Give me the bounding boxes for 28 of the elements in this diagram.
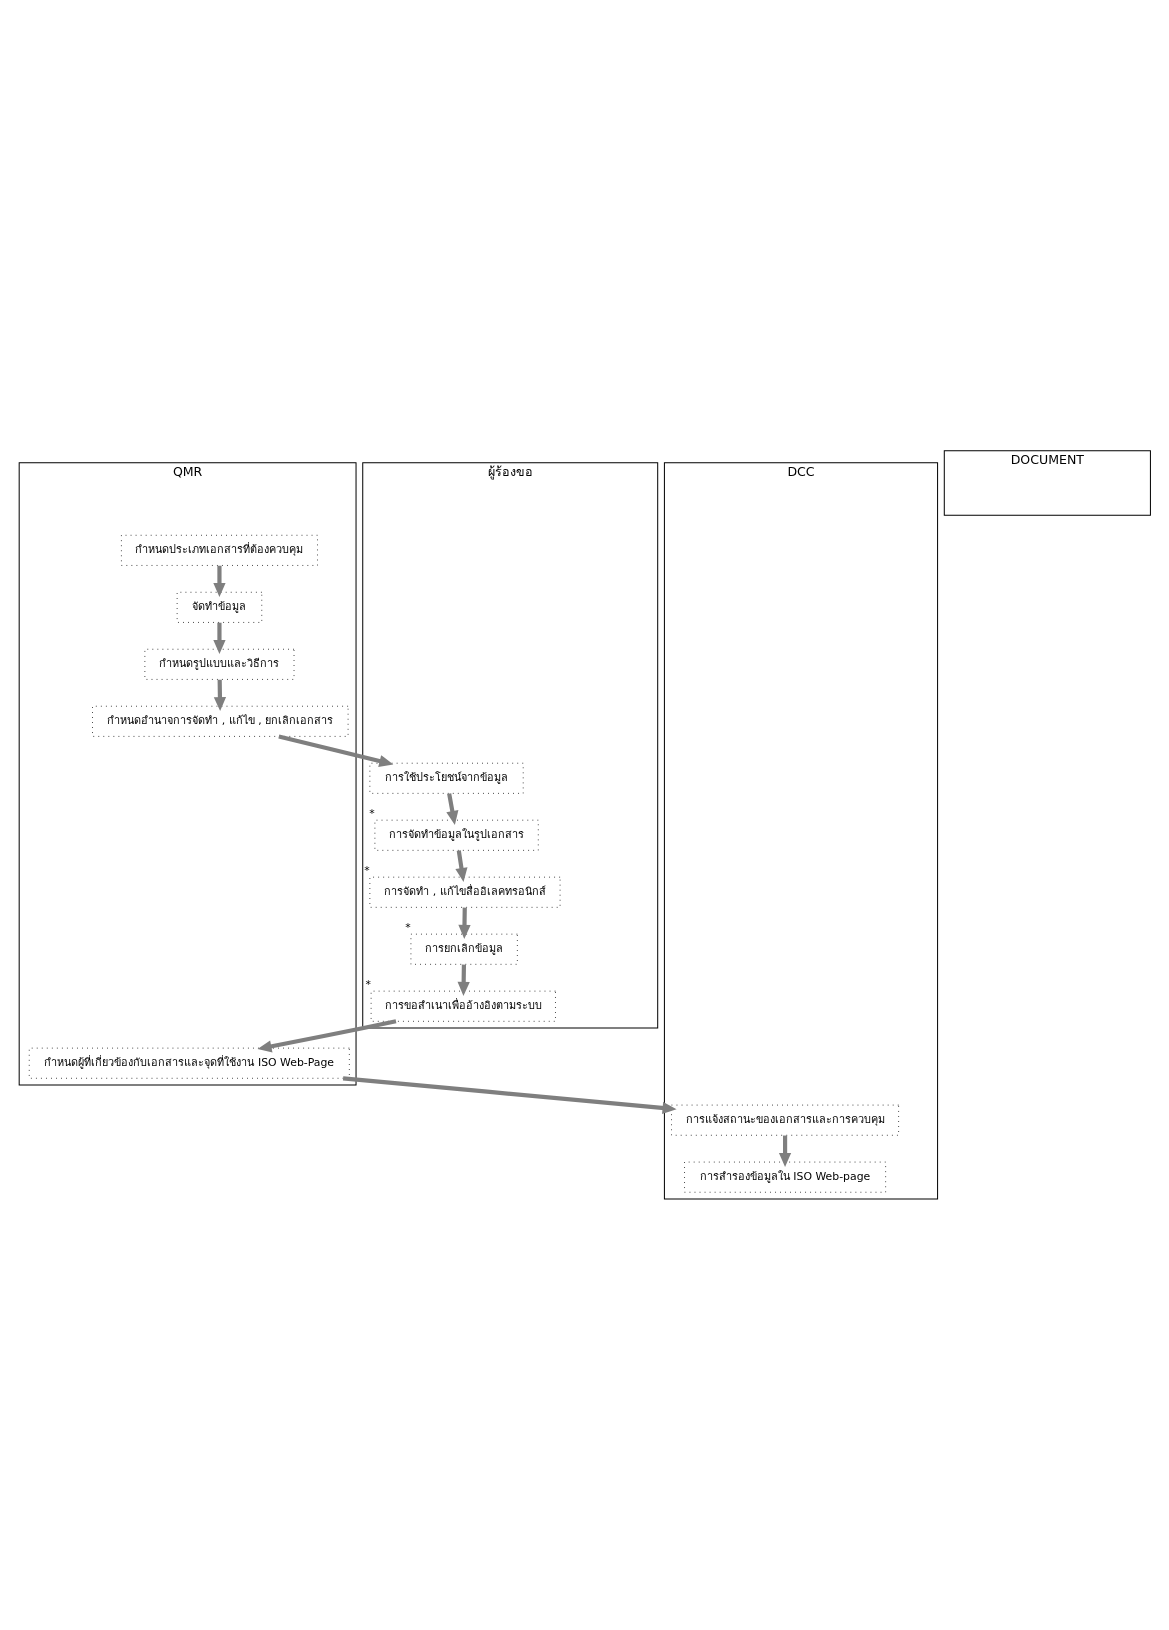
arrow (342, 1076, 677, 1115)
arrow (278, 734, 394, 768)
node-label: * (369, 807, 375, 821)
arrow (778, 1135, 792, 1167)
arrow (455, 850, 468, 882)
arrow (213, 679, 227, 712)
node-box: DOCUMENT (943, 450, 1151, 516)
node-box: การจัดทำข้อมูลในรูปเอกสาร (374, 819, 539, 851)
node-box: กำหนดรูปแบบและวิธีการ (144, 648, 295, 680)
node-box: กำหนดอำนาจการจัดทำ , แก้ไข , ยกเลิกเอกสาร (92, 705, 349, 737)
node-box: การใช้ประโยชน์จากข้อมูล (369, 762, 524, 794)
node-box: การขอสำเนาเพื่ออ้างอิงตามระบบ (370, 990, 556, 1022)
node-box: การจัดทำ , แก้ไขสื่ออิเลคทรอนิกส์ (369, 876, 561, 908)
node-box: การแจ้งสถานะของเอกสารและการควบคุม (671, 1104, 900, 1136)
arrow (446, 793, 459, 825)
node-label: * (365, 978, 371, 992)
node-box: การยกเลิกข้อมูล (410, 933, 518, 965)
node-label: * (364, 864, 370, 878)
node-box: กำหนดผู้ที่เกี่ยวข้องกับเอกสารและจุดที่ใช้งาน ISO Web-Page (28, 1047, 350, 1079)
node-box: กำหนดประเภทเอกสารที่ต้องควบคุม (121, 534, 318, 566)
node-box: การสำรองข้อมูลใน ISO Web-page (684, 1161, 887, 1193)
arrow (213, 622, 226, 655)
arrow (257, 1019, 397, 1053)
node-box: จัดทำข้อมูล (176, 591, 263, 623)
arrow (457, 964, 470, 996)
arrow (213, 565, 226, 598)
arrow (458, 907, 471, 939)
node-label: * (405, 921, 411, 935)
